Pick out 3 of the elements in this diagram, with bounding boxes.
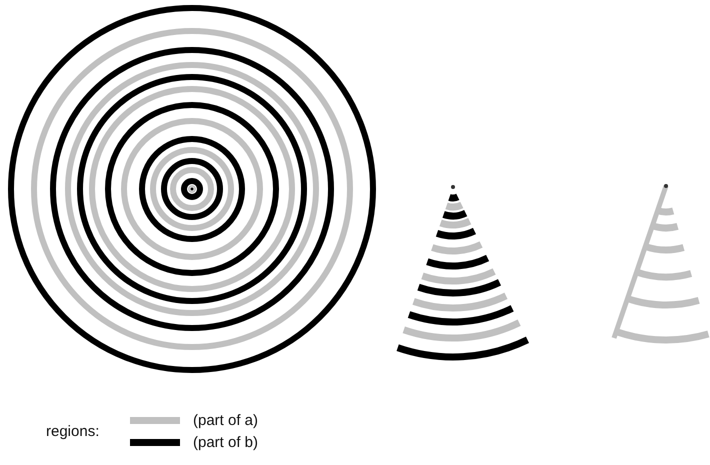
legend-title: regions:: [46, 423, 100, 440]
legend-label: (part of b): [193, 434, 258, 450]
legend-label: (part of a): [193, 412, 258, 428]
